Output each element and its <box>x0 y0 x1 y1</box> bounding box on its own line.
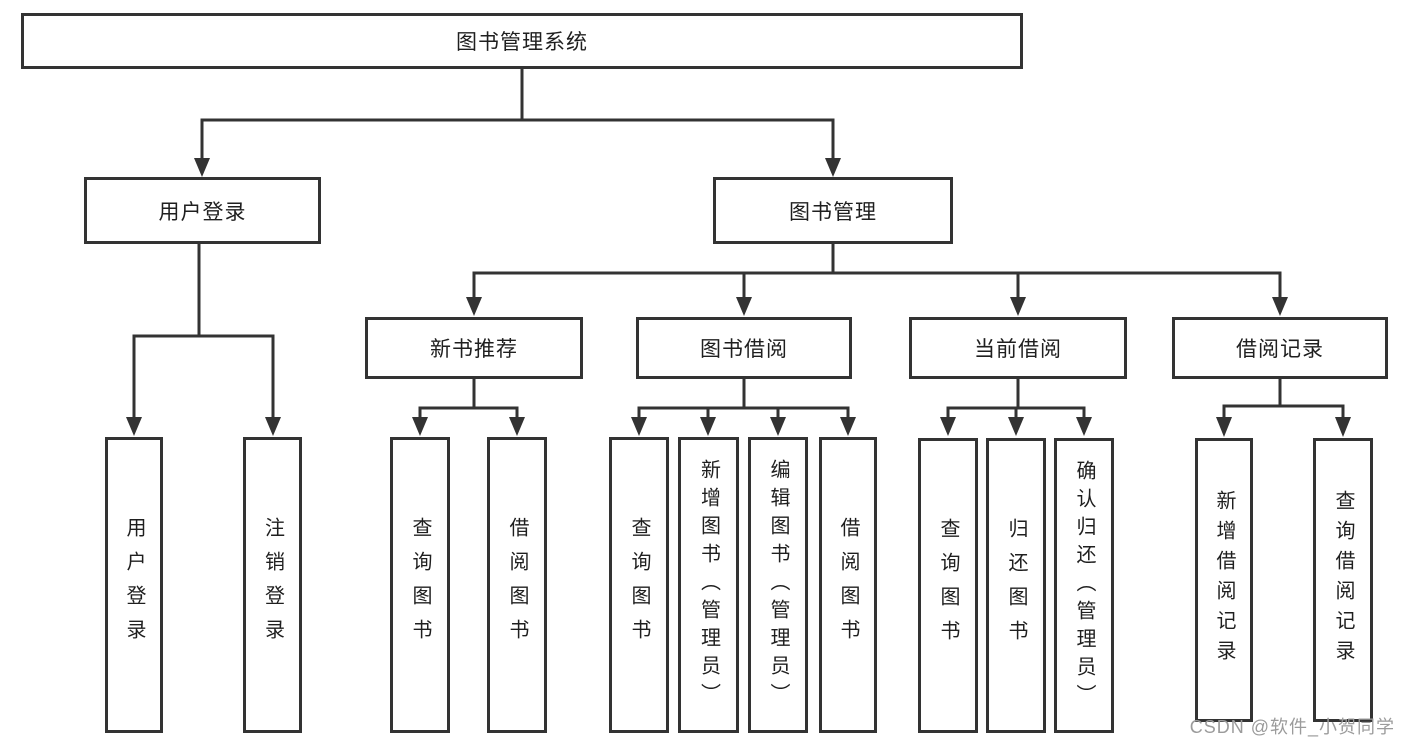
csdn-watermark: CSDN @软件_小贺同学 <box>1189 717 1395 737</box>
node-new-book-recommend: 新书推荐 <box>365 317 583 379</box>
leaf-add-borrow-record: 新增借阅记录 <box>1195 438 1253 722</box>
leaf-logout: 注销登录 <box>243 437 302 733</box>
leaf-return-books: 归还图书 <box>986 438 1046 733</box>
node-book-management: 图书管理 <box>713 177 953 244</box>
leaf-recommend-borrow-books: 借阅图书 <box>487 437 547 733</box>
leaf-edit-book-admin: 编辑图书（管理员） <box>748 437 808 733</box>
leaf-user-login: 用户登录 <box>105 437 163 733</box>
node-user-login: 用户登录 <box>84 177 321 244</box>
leaf-current-query-books: 查询图书 <box>918 438 978 733</box>
node-root-library-system: 图书管理系统 <box>21 13 1023 69</box>
leaf-confirm-return-admin: 确认归还（管理员） <box>1054 438 1114 733</box>
leaf-borrow-books: 借阅图书 <box>819 437 877 733</box>
leaf-add-book-admin: 新增图书（管理员） <box>678 437 739 733</box>
leaf-borrow-query-books: 查询图书 <box>609 437 669 733</box>
leaf-recommend-query-books: 查询图书 <box>390 437 450 733</box>
node-current-borrow: 当前借阅 <box>909 317 1127 379</box>
node-borrow-record: 借阅记录 <box>1172 317 1388 379</box>
node-book-borrow: 图书借阅 <box>636 317 852 379</box>
leaf-query-borrow-record: 查询借阅记录 <box>1313 438 1373 722</box>
